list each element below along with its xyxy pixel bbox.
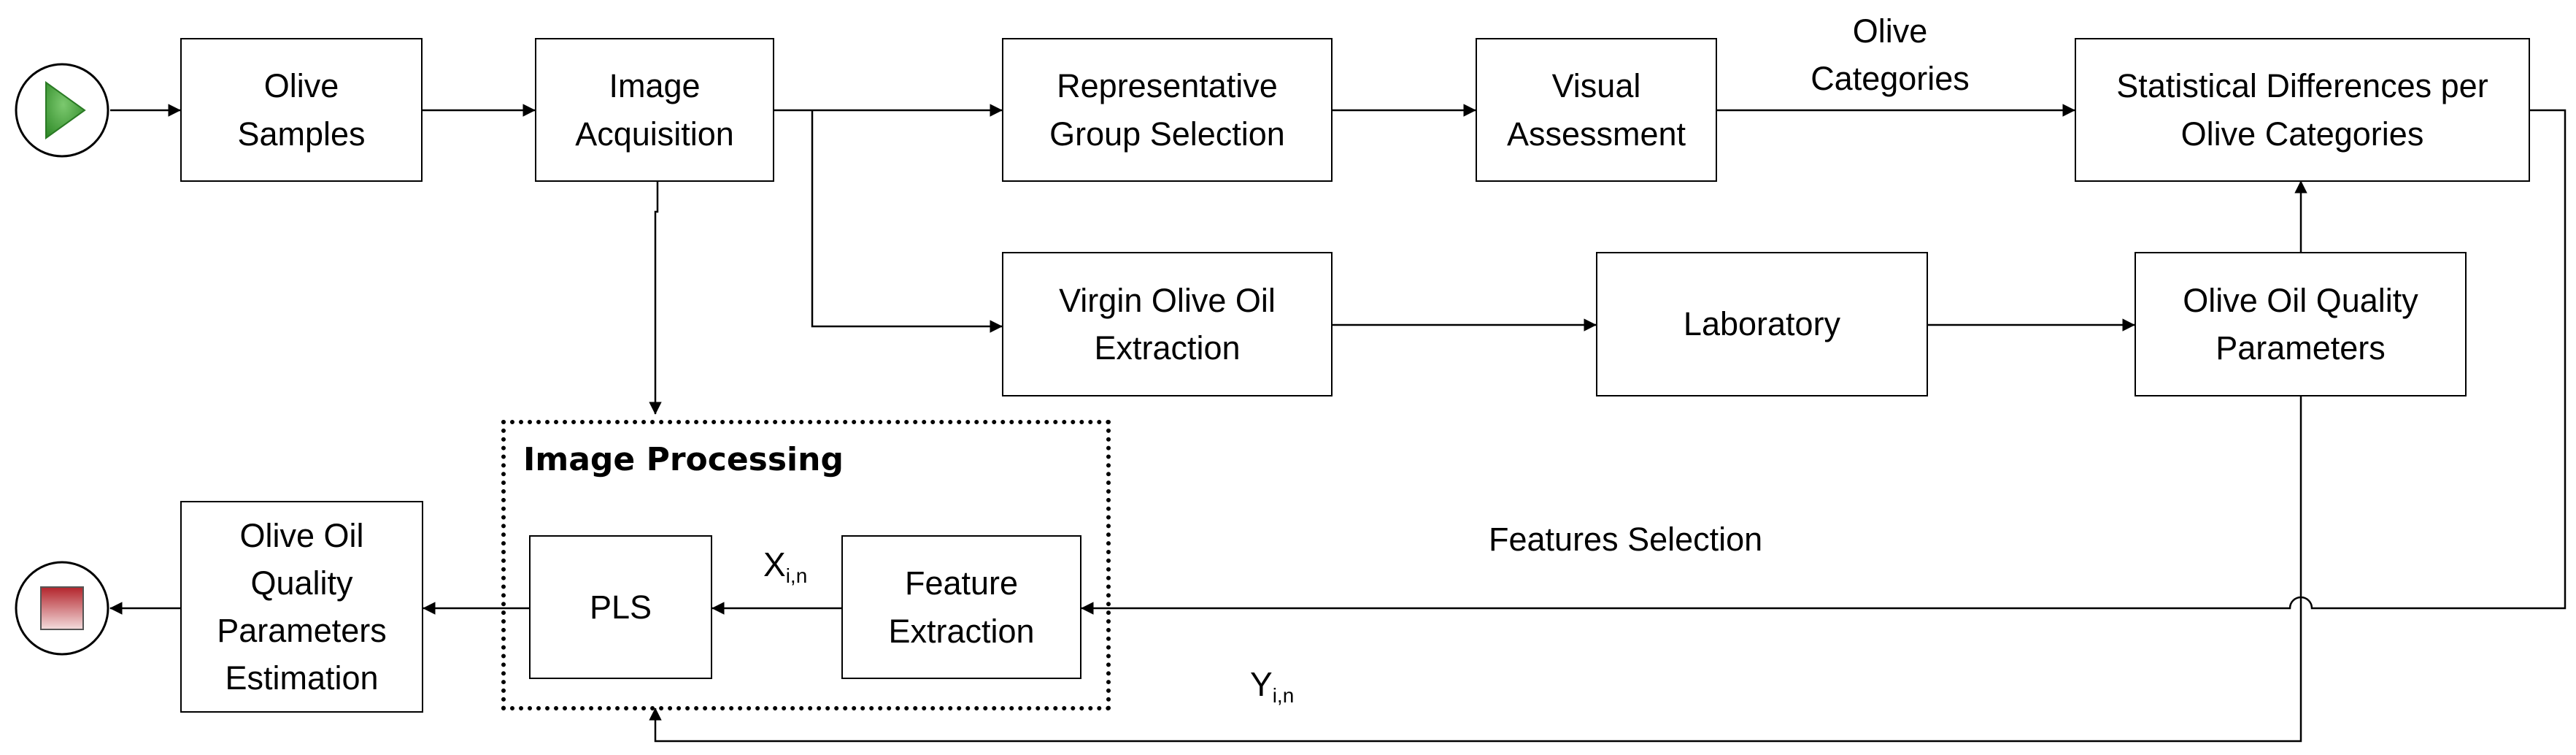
laboratory-box: Laboratory — [1596, 252, 1928, 396]
visual-assessment-line-1: Visual — [1551, 67, 1641, 105]
olive-samples-line-2: Samples — [237, 115, 366, 153]
statistical-differences-line-1: Statistical Differences per — [2116, 67, 2488, 105]
y-in-label: Yi,n — [1250, 664, 1294, 708]
visual-assessment-line-2: Assessment — [1506, 115, 1686, 153]
edge-features-selection — [1081, 109, 2567, 615]
edge-quality-y-loop — [649, 396, 2302, 743]
estimation-line-1: Olive Oil — [239, 516, 364, 554]
quality-parameters-line-2: Parameters — [2216, 329, 2386, 367]
feature-extraction-line-2: Extraction — [888, 612, 1035, 650]
olive-categories-label: Olive Categories — [1781, 7, 2000, 103]
representative-group-line-1: Representative — [1057, 67, 1278, 105]
estimation-line-2: Quality — [250, 564, 353, 602]
olive-categories-line-1: Olive — [1852, 12, 1928, 50]
features-selection-label: Features Selection — [1489, 521, 1763, 558]
feature-extraction-line-1: Feature — [904, 564, 1019, 602]
quality-parameters-line-1: Olive Oil Quality — [2183, 281, 2418, 319]
image-processing-group — [501, 420, 1111, 710]
image-acquisition-line-1: Image — [609, 67, 701, 105]
stop-end-icon — [40, 586, 84, 630]
x-subscript: i,n — [785, 564, 808, 587]
start-node — [15, 63, 109, 158]
olive-categories-line-2: Categories — [1810, 60, 1970, 98]
edge-acquisition-extraction — [811, 110, 1003, 333]
representative-group-line-2: Group Selection — [1049, 115, 1285, 153]
y-subscript: i,n — [1272, 684, 1295, 707]
end-node — [15, 561, 109, 656]
y-symbol: Y — [1250, 665, 1273, 703]
virgin-extraction-line-2: Extraction — [1094, 329, 1241, 367]
x-in-label: Xi,n — [763, 545, 807, 588]
laboratory-label: Laboratory — [1683, 305, 1841, 343]
pls-label: PLS — [589, 588, 652, 626]
play-start-icon — [45, 81, 86, 139]
image-acquisition-line-2: Acquisition — [575, 115, 734, 153]
image-processing-title: Image Processing — [523, 441, 844, 478]
pls-box: PLS — [529, 535, 712, 679]
virgin-extraction-line-1: Virgin Olive Oil — [1059, 281, 1276, 319]
statistical-differences-line-2: Olive Categories — [2180, 115, 2424, 153]
x-symbol: X — [763, 545, 786, 583]
edge-acquisition-imageprocessing — [649, 180, 662, 415]
estimation-line-4: Estimation — [225, 659, 379, 697]
estimation-line-3: Parameters — [217, 612, 387, 649]
olive-samples-line-1: Olive — [263, 67, 339, 105]
